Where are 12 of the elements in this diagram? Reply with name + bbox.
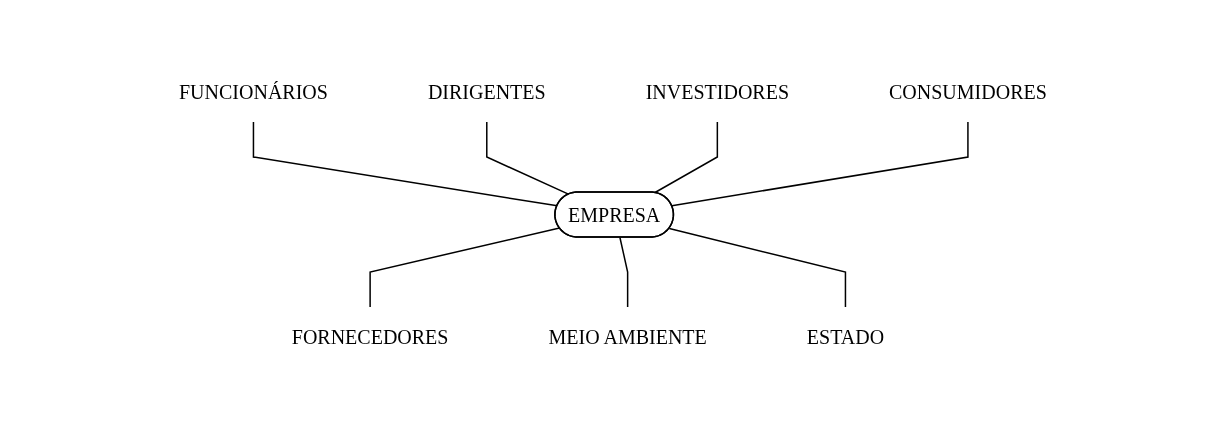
node-text: CONSUMIDORES [888,80,1047,103]
node-text: DIRIGENTES [427,80,546,103]
node-text: FUNCIONÁRIOS [178,80,328,103]
connector [668,227,846,308]
connector [485,120,570,195]
connector [653,120,718,193]
node-text: ESTADO [806,325,884,348]
connector [618,236,628,308]
node-text: MEIO AMBIENTE [548,325,707,348]
node-text: INVESTIDORES [645,80,789,103]
connector [368,226,560,308]
node-text: FORNECEDORES [291,325,449,348]
